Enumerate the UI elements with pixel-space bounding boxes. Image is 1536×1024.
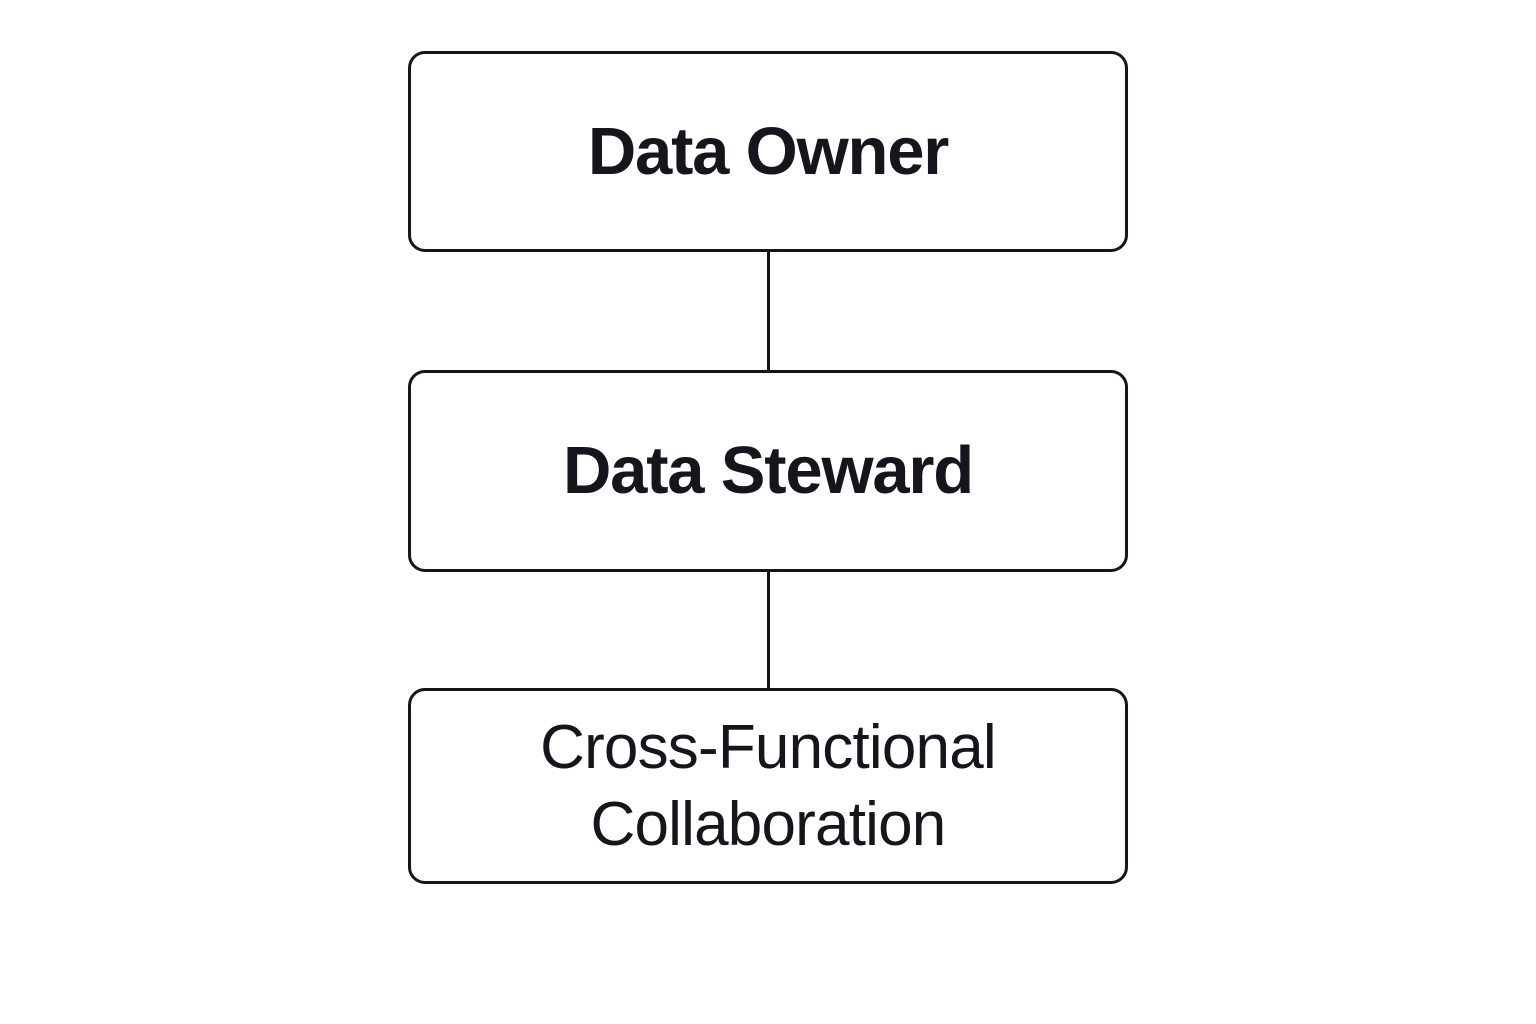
node-data-owner[interactable]: Data Owner	[408, 51, 1128, 252]
node-data-steward-label: Data Steward	[562, 433, 974, 509]
connector-data-owner-to-data-steward	[767, 250, 770, 372]
node-data-owner-label: Data Owner	[587, 113, 950, 189]
node-cross-functional-collaboration-label: Cross-Functional Collaboration	[540, 712, 997, 860]
connector-data-steward-to-cross-functional-collaboration	[767, 570, 770, 690]
node-cross-functional-collaboration[interactable]: Cross-Functional Collaboration	[408, 688, 1128, 884]
node-data-steward[interactable]: Data Steward	[408, 370, 1128, 572]
